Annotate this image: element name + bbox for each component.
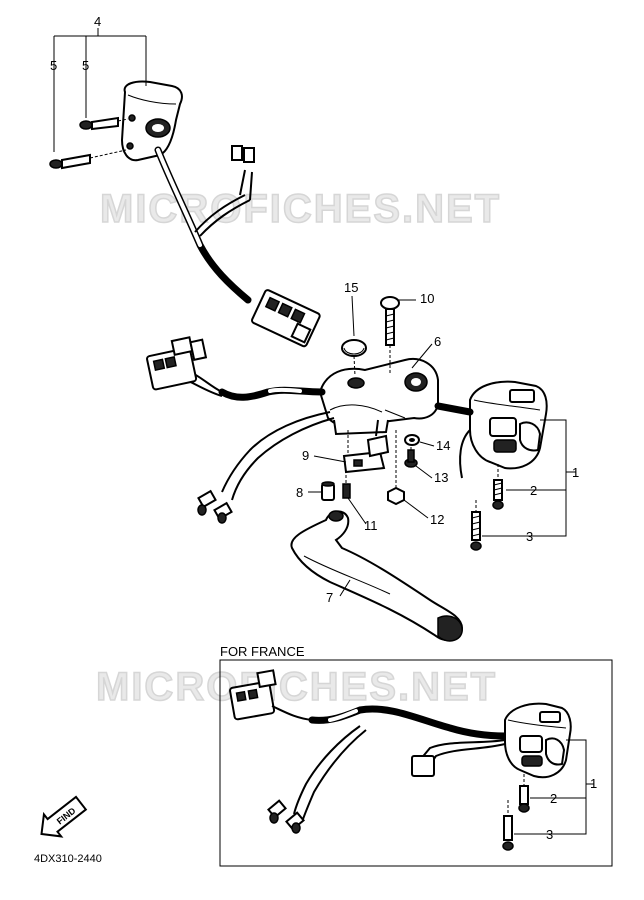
inset-callout-3: 3	[546, 827, 553, 842]
callout-2: 2	[530, 483, 537, 498]
callout-10: 10	[420, 291, 434, 306]
find-badge: FIND	[40, 795, 88, 838]
screw-10	[380, 296, 400, 375]
watermark-bottom: MICROFICHES.NET	[96, 665, 497, 709]
callout-5-right: 5	[82, 58, 89, 73]
washer-14	[404, 434, 420, 446]
callout-14: 14	[436, 438, 450, 453]
callout-12: 12	[430, 512, 444, 527]
cap-15	[341, 339, 367, 377]
switch-assembly-4	[120, 80, 321, 348]
screw-2	[492, 464, 504, 510]
callout-11: 11	[364, 518, 378, 533]
callout-15: 15	[344, 280, 358, 295]
left-wire-harness	[146, 336, 335, 524]
screw-13	[404, 442, 418, 468]
callout-4: 4	[94, 14, 101, 29]
callout-3: 3	[526, 529, 533, 544]
lever-holder-6	[318, 358, 439, 436]
clutch-lever-7	[290, 510, 464, 642]
bolt-11	[342, 470, 351, 499]
screw-3	[470, 500, 482, 551]
inset-callout-2: 2	[550, 791, 557, 806]
inset-title: FOR FRANCE	[220, 644, 305, 659]
inset-callout-1: 1	[590, 776, 597, 791]
diagram-code: 4DX310-2440	[34, 853, 102, 865]
nut-12	[387, 430, 405, 506]
callout-9: 9	[302, 448, 309, 463]
clutch-switch-9	[342, 419, 390, 474]
callout-5-left: 5	[50, 58, 57, 73]
callout-13: 13	[434, 470, 448, 485]
callout-6: 6	[434, 334, 441, 349]
callout-7: 7	[326, 590, 333, 605]
watermark-top: MICROFICHES.NET	[100, 187, 501, 231]
callout-1: 1	[572, 465, 579, 480]
handlebar-switch-1	[434, 380, 548, 479]
screw-5-lower	[49, 149, 127, 170]
callout-8: 8	[296, 485, 303, 500]
screw-5-upper	[79, 116, 129, 131]
collar-8	[321, 481, 335, 501]
france-inset: FOR FRANCE	[219, 644, 613, 867]
